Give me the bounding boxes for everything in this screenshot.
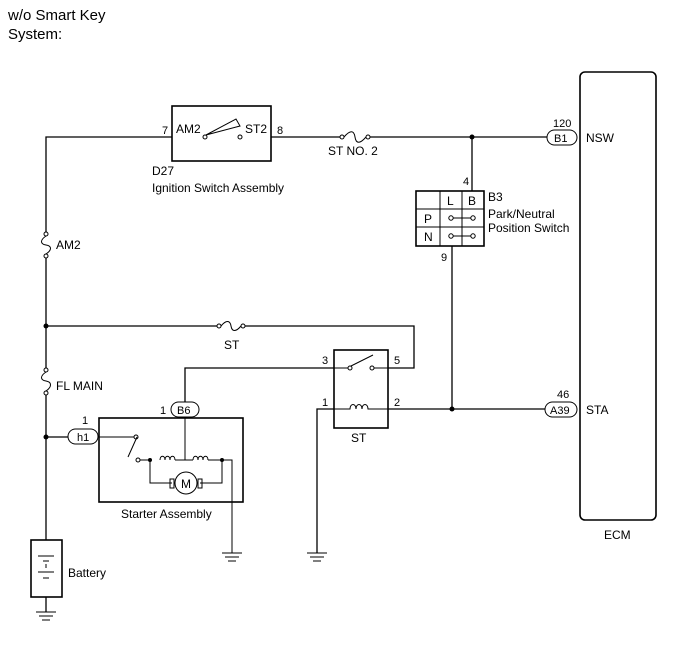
pn-col-l: L <box>447 194 454 208</box>
st-relay-pin5: 5 <box>394 355 400 367</box>
fuse-st-label: ST <box>224 338 240 352</box>
ignition-contact-left <box>202 134 208 140</box>
pn-pin-in: 4 <box>463 176 469 188</box>
junction-dot <box>43 434 49 440</box>
pn-col-b: B <box>468 194 476 208</box>
starter-h1-label: h1 <box>77 432 89 444</box>
ground-icon <box>36 611 56 621</box>
starter-motor-brush-left <box>169 478 175 489</box>
park-neutral-switch <box>415 190 485 247</box>
battery-cells-icon <box>38 555 54 579</box>
starter-h1-pin: 1 <box>82 415 88 427</box>
fuse-st-icon <box>216 321 246 331</box>
pn-name-line1: Park/Neutral <box>488 207 555 221</box>
ecm-sta-connector-label: A39 <box>550 405 570 417</box>
st-relay-label: ST <box>351 431 367 445</box>
wire-relay-to-ground <box>316 408 334 553</box>
ignition-pin-am2: 7 <box>162 125 168 137</box>
ignition-label-am2: AM2 <box>176 122 201 136</box>
wire-left-top <box>45 136 172 232</box>
ignition-switch-code: D27 <box>152 164 174 178</box>
ecm-box <box>579 71 657 521</box>
ecm-label: ECM <box>604 528 631 542</box>
st-relay-coil <box>334 404 388 410</box>
wire-st-fuse-to-relay <box>245 325 415 369</box>
st-relay-pin1: 1 <box>322 397 328 409</box>
fuse-st-no2-icon <box>339 131 371 143</box>
fuse-st-no2-label: ST NO. 2 <box>328 144 378 158</box>
junction-dot <box>449 406 455 412</box>
starter-solenoid-switch <box>127 436 138 458</box>
ground-icon <box>222 552 242 562</box>
junction-dot <box>469 134 475 140</box>
starter-motor-brush-right <box>197 478 203 489</box>
ignition-switch-blade <box>205 118 241 136</box>
junction-dot <box>220 458 224 462</box>
pn-name-line2: Position Switch <box>488 221 569 235</box>
header-line2: System: <box>8 26 62 43</box>
pn-row-p: P <box>424 212 432 226</box>
pn-code: B3 <box>488 190 503 204</box>
junction-dot <box>148 458 152 462</box>
junction-dot <box>43 323 49 329</box>
ecm-nsw-pin: 120 <box>553 118 571 130</box>
battery-label: Battery <box>68 566 106 580</box>
starter-coil-2 <box>192 455 209 461</box>
fuse-fl-main-label: FL MAIN <box>56 379 103 393</box>
starter-motor-label: M <box>181 477 191 491</box>
ground-icon <box>307 552 327 562</box>
pn-row-n: N <box>424 230 433 244</box>
starter-b6-pin: 1 <box>160 405 166 417</box>
starter-coil-1 <box>159 455 176 461</box>
starter-motor-icon <box>174 471 198 495</box>
ignition-switch-name: Ignition Switch Assembly <box>152 181 284 195</box>
st-relay-box <box>333 349 389 429</box>
ignition-contact-right <box>237 134 243 140</box>
st-relay-pin3: 3 <box>322 355 328 367</box>
starter-assembly-label: Starter Assembly <box>121 507 212 521</box>
ecm-sta-pin: 46 <box>557 389 569 401</box>
ignition-pin-st2: 8 <box>277 125 283 137</box>
ecm-nsw-connector-label: B1 <box>554 133 567 145</box>
starter-b6-label: B6 <box>177 405 190 417</box>
header-line1: w/o Smart Key <box>7 7 106 24</box>
ecm-sta-label: STA <box>586 403 608 417</box>
ignition-switch-box <box>171 105 272 162</box>
pn-pin-out: 9 <box>441 252 447 264</box>
st-relay-pin2: 2 <box>394 397 400 409</box>
fuse-fl-main-icon <box>41 367 51 396</box>
wire-relay-to-b6 <box>184 367 334 402</box>
ignition-label-st2: ST2 <box>245 122 267 136</box>
battery-box <box>30 539 63 598</box>
fuse-am2-icon <box>41 231 51 259</box>
st-relay-blade <box>350 354 374 367</box>
ecm-nsw-label: NSW <box>586 131 615 145</box>
fuse-am2-label: AM2 <box>56 238 81 252</box>
